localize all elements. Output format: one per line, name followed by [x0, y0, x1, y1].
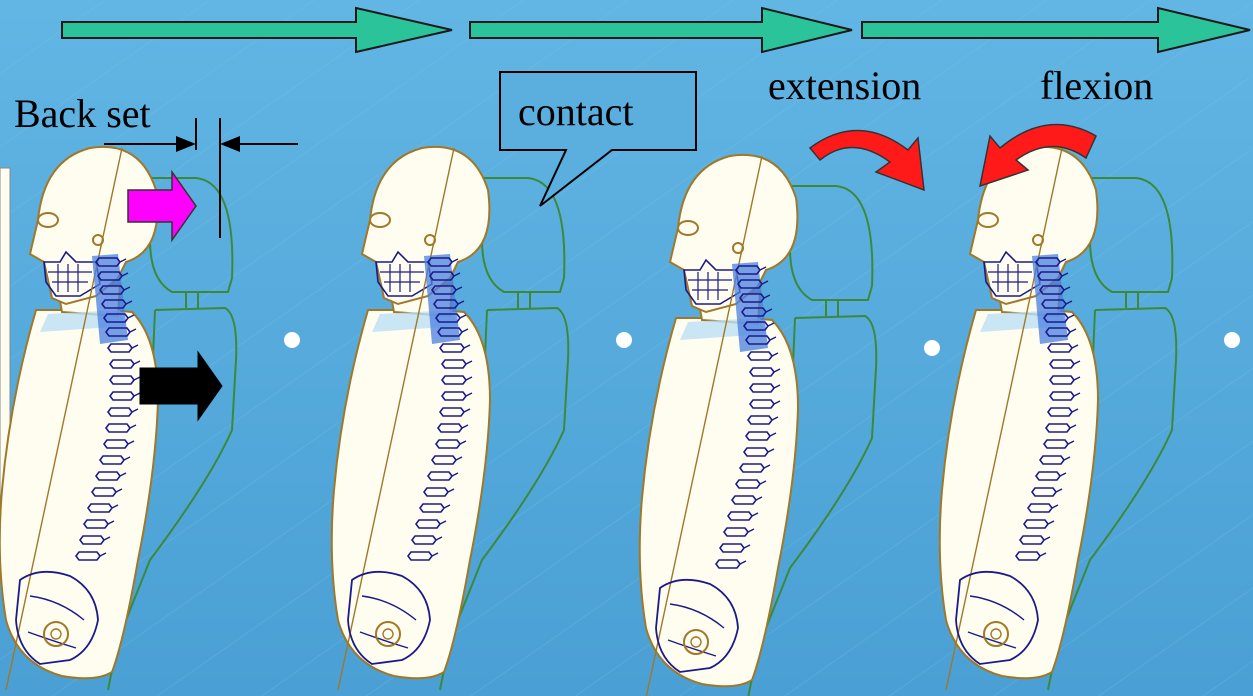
extension-label: extension: [768, 66, 921, 106]
back-set-label: Back set: [14, 94, 151, 134]
contact-label: contact: [518, 92, 634, 132]
flexion-label: flexion: [1040, 66, 1153, 106]
